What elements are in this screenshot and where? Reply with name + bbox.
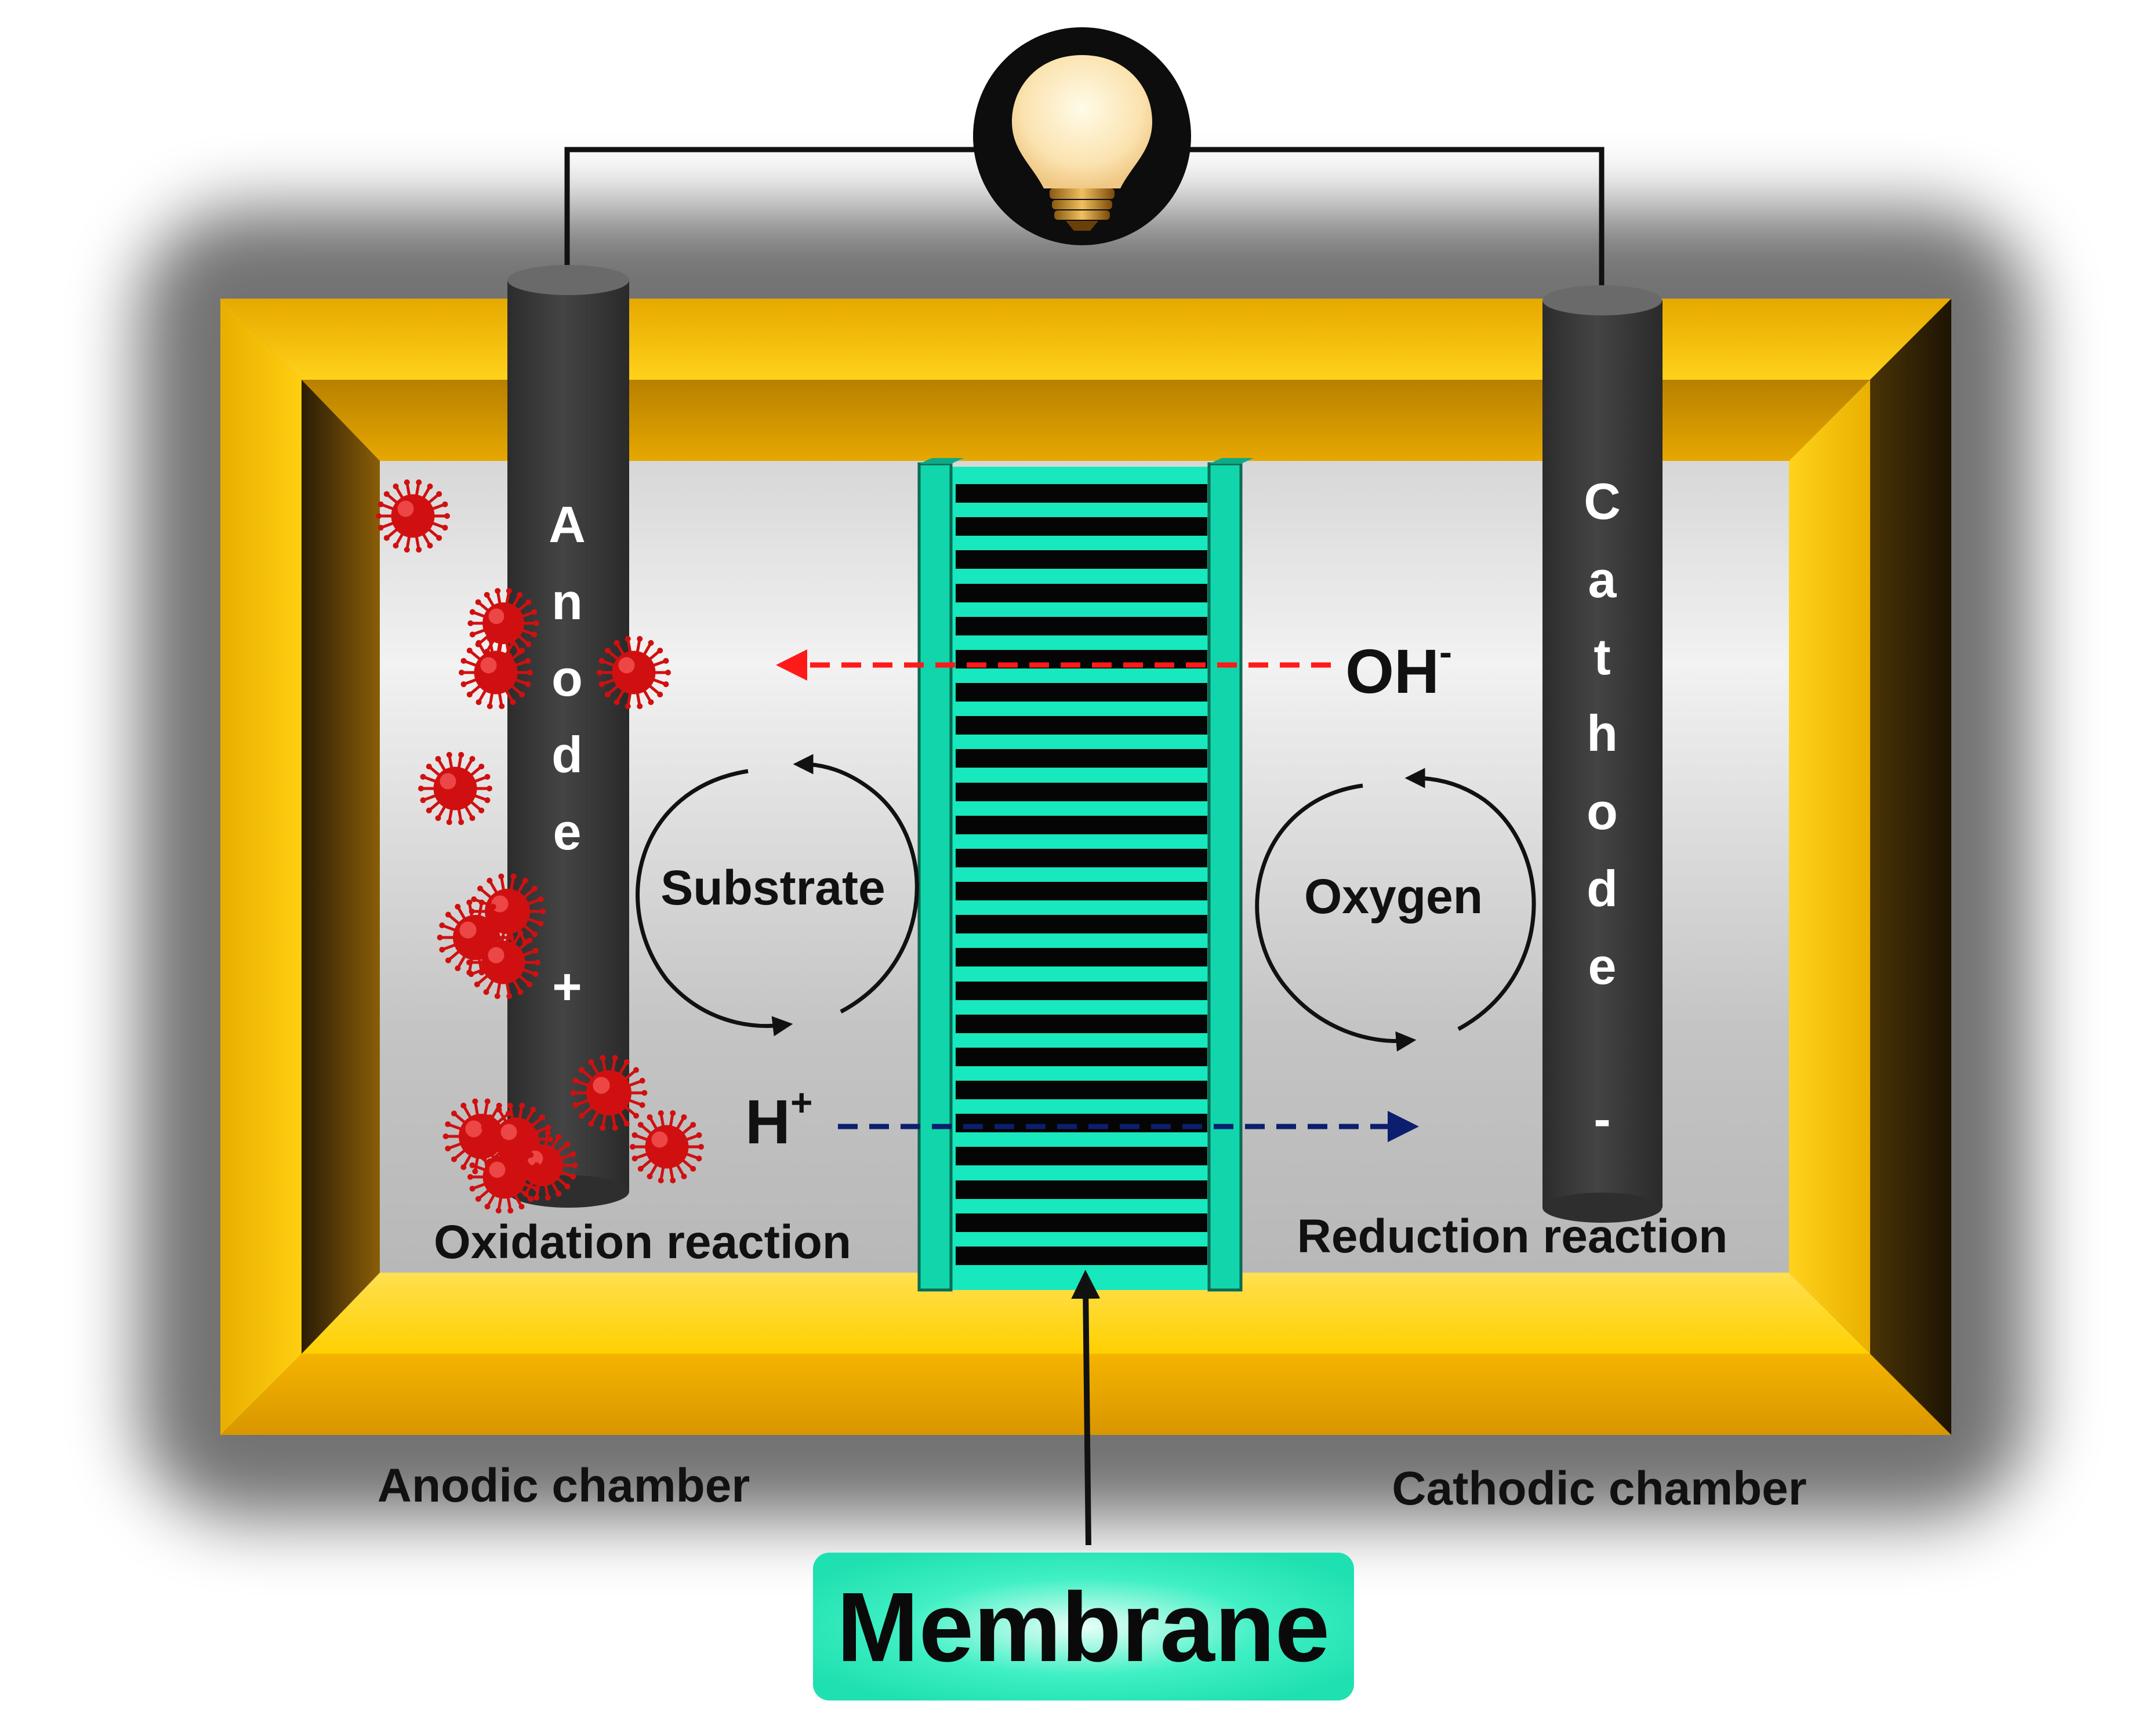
hydroxide-charge: -: [1439, 630, 1452, 673]
anodic-chamber-label: Anodic chamber: [378, 1459, 750, 1512]
membrane-stripe: [956, 683, 1207, 702]
membrane-stripe: [956, 816, 1207, 834]
substrate-label: Substrate: [660, 860, 885, 915]
membrane-stripe: [956, 882, 1207, 900]
light-bulb-icon: [973, 27, 1191, 245]
membrane-stripe: [956, 783, 1207, 801]
proton-base: H: [745, 1087, 790, 1157]
membrane-label-box: Membrane: [813, 1553, 1354, 1700]
reduction-label: Reduction reaction: [1297, 1210, 1728, 1263]
anode-letter: A: [549, 496, 586, 553]
membrane-left-rail: [917, 462, 953, 1292]
microbe-icon: [418, 751, 492, 826]
anode-label: A n o d e +: [549, 496, 586, 1015]
microbe-icon: [376, 479, 450, 553]
anode-letter: d: [551, 726, 583, 783]
membrane: [917, 458, 1254, 1292]
membrane-stripe: [956, 716, 1207, 735]
anode-letter: o: [551, 649, 583, 707]
microbe-colony: [376, 479, 704, 1214]
membrane-stripe: [956, 1247, 1207, 1265]
oxygen-label: Oxygen: [1304, 869, 1483, 924]
hydroxide-label: OH-: [1345, 630, 1452, 706]
microbe-icon: [630, 1110, 704, 1184]
cathode-letter: e: [1588, 938, 1617, 995]
microbe-icon: [459, 635, 533, 710]
microbe-icon: [466, 925, 540, 1000]
cathodic-chamber-label: Cathodic chamber: [1392, 1462, 1806, 1515]
membrane-stripe: [956, 915, 1207, 933]
cathode-letter: o: [1587, 783, 1618, 840]
membrane-stripe: [956, 1048, 1207, 1066]
membrane-stripe: [956, 550, 1207, 569]
oxidation-label: Oxidation reaction: [434, 1216, 851, 1269]
microbe-icon: [467, 588, 539, 659]
cathode-letter: d: [1587, 860, 1618, 917]
membrane-stripe: [956, 484, 1207, 503]
membrane-stripe: [956, 1015, 1207, 1033]
cathode-sign: -: [1594, 1090, 1610, 1147]
proton-charge: +: [790, 1081, 813, 1124]
microbe-icon: [597, 635, 671, 710]
membrane-stripe: [956, 849, 1207, 867]
membrane-pointer: [1071, 1270, 1101, 1546]
membrane-stripe: [956, 1114, 1207, 1132]
membrane-stripe: [956, 749, 1207, 768]
membrane-right-rail: [1207, 462, 1243, 1292]
membrane-stripe: [956, 1081, 1207, 1099]
substrate-cycle: Substrate: [636, 754, 919, 1037]
membrane-stripe: [956, 617, 1207, 635]
cathode-letter: t: [1594, 628, 1610, 685]
cathode-letter: a: [1588, 551, 1617, 608]
membrane-stripe: [956, 982, 1207, 1000]
microbe-icon: [570, 1055, 648, 1131]
membrane-stripe: [956, 1180, 1207, 1199]
oxygen-cycle: Oxygen: [1255, 768, 1536, 1052]
cathode-label: C a t h o d e -: [1584, 473, 1621, 1147]
cathode-letter: C: [1584, 473, 1621, 530]
cathode-electrode: [1542, 285, 1663, 1223]
anode-letter: n: [551, 573, 583, 630]
membrane-stripe: [956, 1213, 1207, 1232]
hydroxide-base: OH: [1345, 636, 1439, 706]
anode-sign: +: [552, 958, 582, 1015]
proton-label: H+: [745, 1081, 813, 1157]
anode-letter: e: [553, 803, 582, 860]
membrane-stripe: [956, 1147, 1207, 1165]
membrane-stripe: [956, 584, 1207, 602]
membrane-stripe: [956, 517, 1207, 536]
anode-electrode: [507, 265, 629, 1208]
membrane-stripe: [956, 948, 1207, 966]
cathode-letter: h: [1587, 704, 1618, 762]
microbe-icon: [467, 1140, 542, 1214]
membrane-stripes: [956, 484, 1207, 1265]
membrane-label: Membrane: [837, 1572, 1330, 1683]
